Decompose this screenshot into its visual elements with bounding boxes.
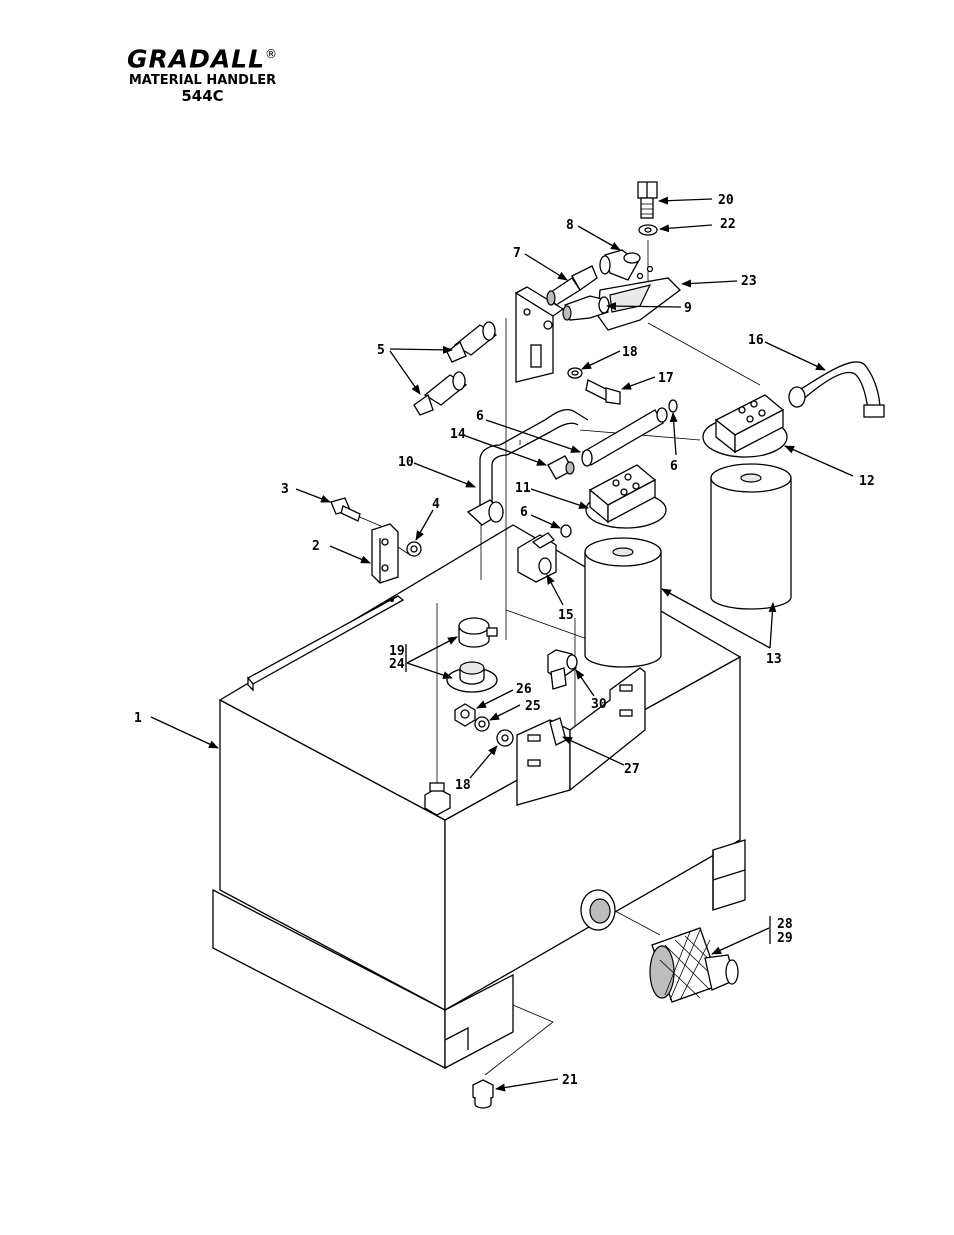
nut-26-hole xyxy=(461,710,469,718)
o-ring-6-right xyxy=(669,400,677,412)
callout-23: 23 xyxy=(741,274,757,289)
callout-25: 25 xyxy=(525,699,541,714)
filter-head-11 xyxy=(586,465,666,528)
callout-6-lower: 6 xyxy=(520,505,528,520)
callout-6-right: 6 xyxy=(670,459,678,474)
suction-strainer-28 xyxy=(650,928,738,1002)
callout-18-upper: 18 xyxy=(622,345,638,360)
washer-22-hole xyxy=(645,228,651,232)
plug-14 xyxy=(548,456,574,479)
callout-8: 8 xyxy=(566,218,574,233)
callout-22: 22 xyxy=(720,217,736,232)
callout-13: 13 xyxy=(766,652,782,667)
filter-head-12 xyxy=(703,395,787,457)
bolt-20 xyxy=(638,182,657,218)
callout-27: 27 xyxy=(624,762,640,777)
washer-25-hole xyxy=(479,721,485,727)
elbow-fitting-8 xyxy=(600,250,640,280)
callout-10: 10 xyxy=(398,455,414,470)
washer-4-hole xyxy=(411,546,417,552)
drain-plug-21 xyxy=(473,1080,493,1108)
callout-21: 21 xyxy=(562,1073,578,1088)
callout-16: 16 xyxy=(748,333,764,348)
callout-20: 20 xyxy=(718,193,734,208)
callout-4: 4 xyxy=(432,497,440,512)
tube-6 xyxy=(582,408,667,466)
filter-element-13-right xyxy=(711,464,791,609)
callout-3: 3 xyxy=(281,482,289,497)
washer-18-upper-hole xyxy=(572,371,578,375)
callout-18-lower: 18 xyxy=(455,778,471,793)
callout-29: 29 xyxy=(777,931,793,946)
bracket-2 xyxy=(372,524,398,583)
callout-12: 12 xyxy=(859,474,875,489)
o-ring-6-lower xyxy=(561,525,571,537)
bolt-3 xyxy=(331,498,360,521)
fitting-5-lower xyxy=(414,372,466,415)
manifold-plate xyxy=(598,267,680,331)
filter-element-13-left xyxy=(585,538,661,667)
bolt-17 xyxy=(586,380,620,404)
callout-17: 17 xyxy=(658,371,674,386)
callout-11: 11 xyxy=(515,481,531,496)
callout-1: 1 xyxy=(134,711,142,726)
callout-26: 26 xyxy=(516,682,532,697)
callout-14: 14 xyxy=(450,427,466,442)
washer-18-lower-hole xyxy=(502,735,508,741)
callout-5: 5 xyxy=(377,343,385,358)
fitting-5-upper xyxy=(447,322,496,362)
callout-9: 9 xyxy=(684,301,692,316)
callout-24: 24 xyxy=(389,657,405,672)
callout-6-upper: 6 xyxy=(476,409,484,424)
hose-16 xyxy=(789,362,884,417)
callout-30: 30 xyxy=(591,697,607,712)
strainer-port xyxy=(581,890,615,930)
callout-15: 15 xyxy=(558,608,574,623)
callout-28: 28 xyxy=(777,917,793,932)
callout-2: 2 xyxy=(312,539,320,554)
callout-7: 7 xyxy=(513,246,521,261)
